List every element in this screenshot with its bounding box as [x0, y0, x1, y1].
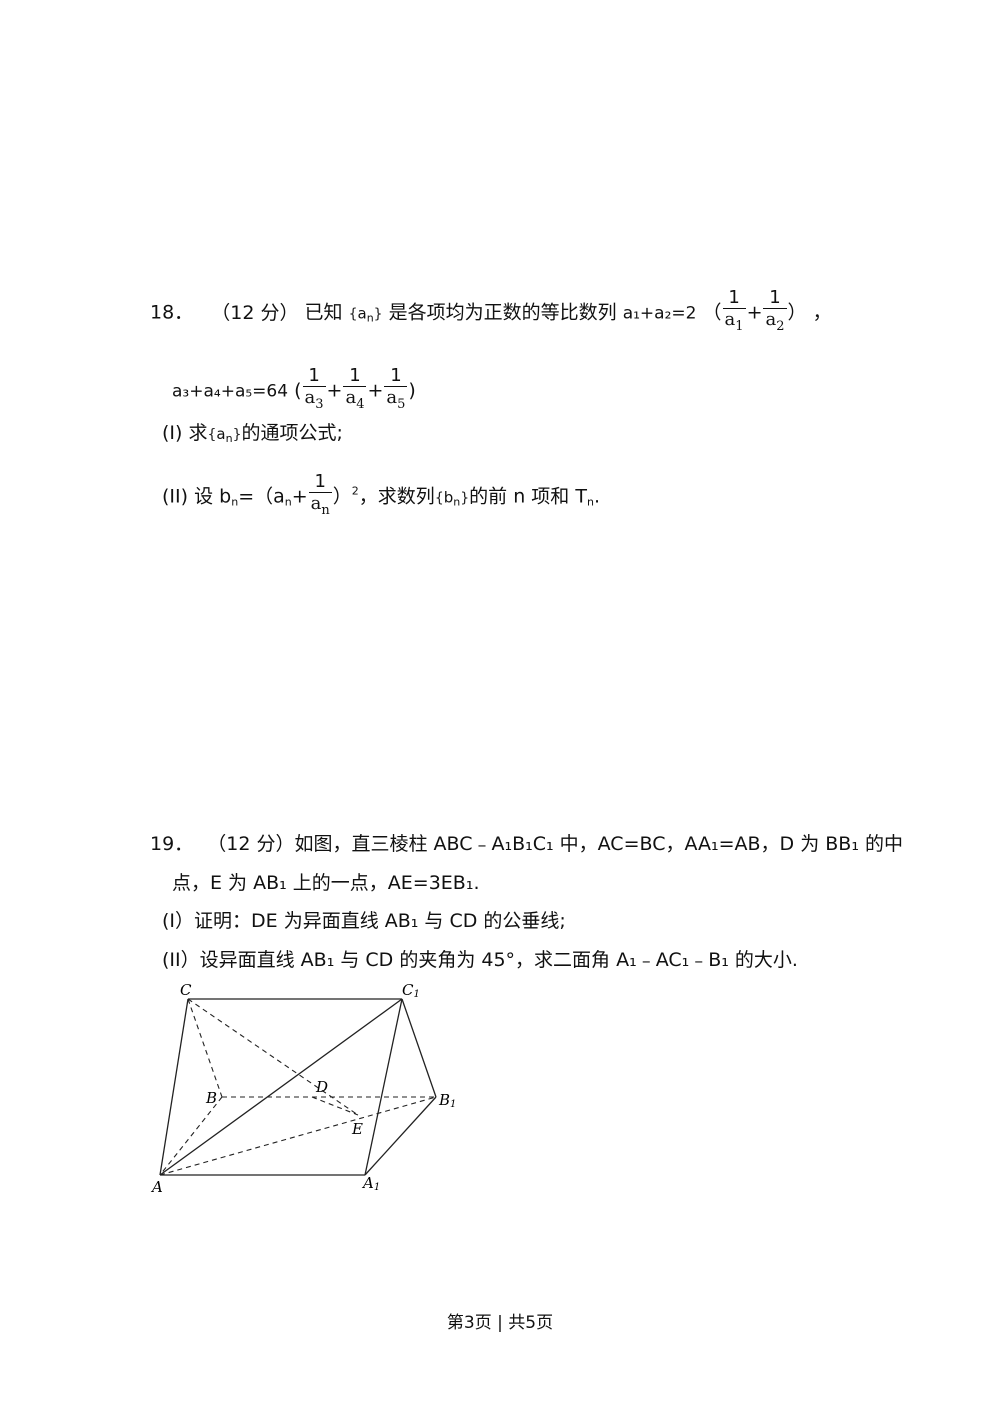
q18-part2-text-b: =（a [238, 485, 285, 508]
q19-line2: 点，E 为 AB₁ 上的一点，AE=3EB₁. [172, 872, 480, 894]
label-B1: B1 [438, 1091, 456, 1110]
label-A: A [150, 1178, 163, 1196]
label-B: B [205, 1089, 217, 1107]
seq-a: a [357, 304, 367, 323]
label-D: D [315, 1078, 328, 1096]
q18-part1-label: (I) [162, 422, 183, 444]
q18-part2-label: (II) [162, 485, 189, 508]
q18-desc: 是各项均为正数的等比数列 [388, 301, 617, 324]
prism-figure: C C1 B D B1 E A A1 [150, 981, 456, 1196]
q18-part1: (I) 求{an}的通项公式; [162, 422, 343, 445]
label-C1: C1 [402, 981, 420, 1000]
q18-eq1: a₁+a₂=2 [622, 303, 697, 324]
q18-eq2: a₃+a₄+a₅=64 [172, 381, 289, 402]
q19-number: 19． [150, 833, 194, 855]
q19-score: （12 分） [207, 833, 295, 855]
q19-part1: (I）证明：DE 为异面直线 AB₁ 与 CD 的公垂线; [162, 910, 566, 932]
q18-part2-text-a: 设 b [194, 485, 232, 508]
page-footer: 第3页 | 共5页 [446, 1313, 554, 1333]
label-A1: A1 [361, 1174, 380, 1193]
q18-part1-text-a: 求 [188, 422, 208, 444]
q18-score: （12 分） [211, 301, 299, 324]
q18-intro: 已知 [304, 301, 343, 324]
label-C: C [180, 981, 192, 999]
q18-line1: 18． （12 分） 已知 {an} 是各项均为正数的等比数列 a₁+a₂=2 … [150, 288, 832, 338]
q19-line1: 19． （12 分）如图，直三棱柱 ABC﹣A₁B₁C₁ 中，AC=BC，AA₁… [150, 831, 903, 857]
q18-comma: ， [812, 301, 832, 324]
q18-number: 18． [150, 301, 194, 324]
q19-part2: (II）设异面直线 AB₁ 与 CD 的夹角为 45°，求二面角 A₁﹣AC₁﹣… [162, 949, 798, 971]
label-E: E [351, 1120, 363, 1138]
q18-part1-text-b: 的通项公式; [241, 422, 343, 444]
q18-part2-text-c: ，求数列 [358, 485, 435, 508]
q19-text-line1: 如图，直三棱柱 ABC﹣A₁B₁C₁ 中，AC=BC，AA₁=AB，D 为 BB… [294, 833, 903, 855]
q18-part2-text-d: 的前 n 项和 T [469, 485, 587, 508]
